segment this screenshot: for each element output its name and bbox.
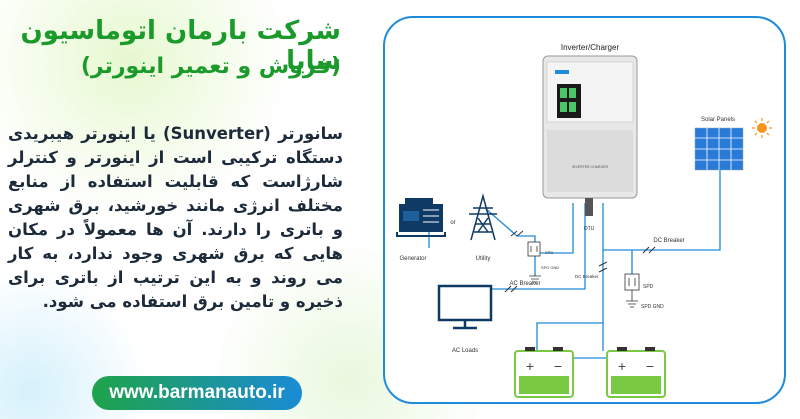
spd-ac-label: SPD — [545, 250, 553, 255]
text-panel: شرکت بارمان اتوماسیون سایا (فروش و تعمیر… — [0, 0, 365, 419]
wire-dc-breaker-to-inverter — [602, 203, 649, 251]
wire-dc-to-battery-1 — [536, 250, 604, 351]
battery-1 — [514, 347, 574, 398]
ac-loads-monitor-icon — [437, 284, 493, 330]
utility-label: Utility — [476, 256, 491, 262]
dc-breaker-switch — [642, 246, 656, 254]
battery-2 — [606, 347, 666, 398]
battery-1-plus: + — [525, 360, 534, 373]
diagram-frame: Inverter/Charger INVERTER CHARGER OTU So… — [383, 16, 786, 404]
inverter-label: Inverter/Charger — [561, 43, 620, 52]
spd-ac-device — [527, 241, 541, 283]
wire-solar-to-dc-breaker — [649, 170, 721, 251]
battery-2-minus: − — [645, 360, 654, 373]
inverter-unit: INVERTER CHARGER — [542, 55, 638, 199]
page-subtitle: (فروش و تعمیر اینورتر) — [80, 54, 341, 79]
ac-breaker-label: AC Breaker — [509, 281, 540, 287]
battery-2-plus: + — [617, 360, 626, 373]
spd-ac-gnd-label: SPD GND — [541, 265, 559, 270]
page-title: شرکت بارمان اتوماسیون سایا — [20, 16, 341, 76]
website-link[interactable]: www.barmanauto.ir — [92, 376, 302, 410]
solar-panel — [694, 127, 744, 171]
or-label: or — [450, 220, 455, 226]
spd-dc-device — [624, 273, 640, 308]
utility-pylon-icon — [469, 193, 497, 241]
ac-breaker-switch — [504, 285, 518, 293]
dc-breaker-vertical-label: DC Breaker — [575, 274, 599, 279]
inverter-panel-text: INVERTER CHARGER — [572, 165, 609, 169]
system-diagram: Inverter/Charger INVERTER CHARGER OTU So… — [396, 43, 772, 398]
otu-device — [585, 198, 593, 216]
dc-breaker-vertical-switch — [598, 261, 608, 273]
dc-breaker-label: DC Breaker — [653, 238, 684, 244]
ac-input-breaker — [510, 230, 524, 237]
spd-dc-gnd-label: SPD GND — [641, 304, 664, 310]
ac-loads-label: AC Loads — [452, 348, 478, 354]
description-paragraph: سانورتر (Sunverter) یا اینورتر هیبریدی د… — [8, 124, 343, 311]
otu-label: OTU — [584, 226, 595, 232]
generator-label: Generator — [399, 256, 426, 262]
spd-dc-label: SPD — [643, 284, 654, 290]
generator-icon — [396, 198, 446, 237]
solar-label: Solar Panels — [701, 117, 735, 123]
battery-1-minus: − — [553, 360, 562, 373]
wire-ac-out — [455, 203, 586, 290]
sun-icon — [752, 118, 772, 138]
